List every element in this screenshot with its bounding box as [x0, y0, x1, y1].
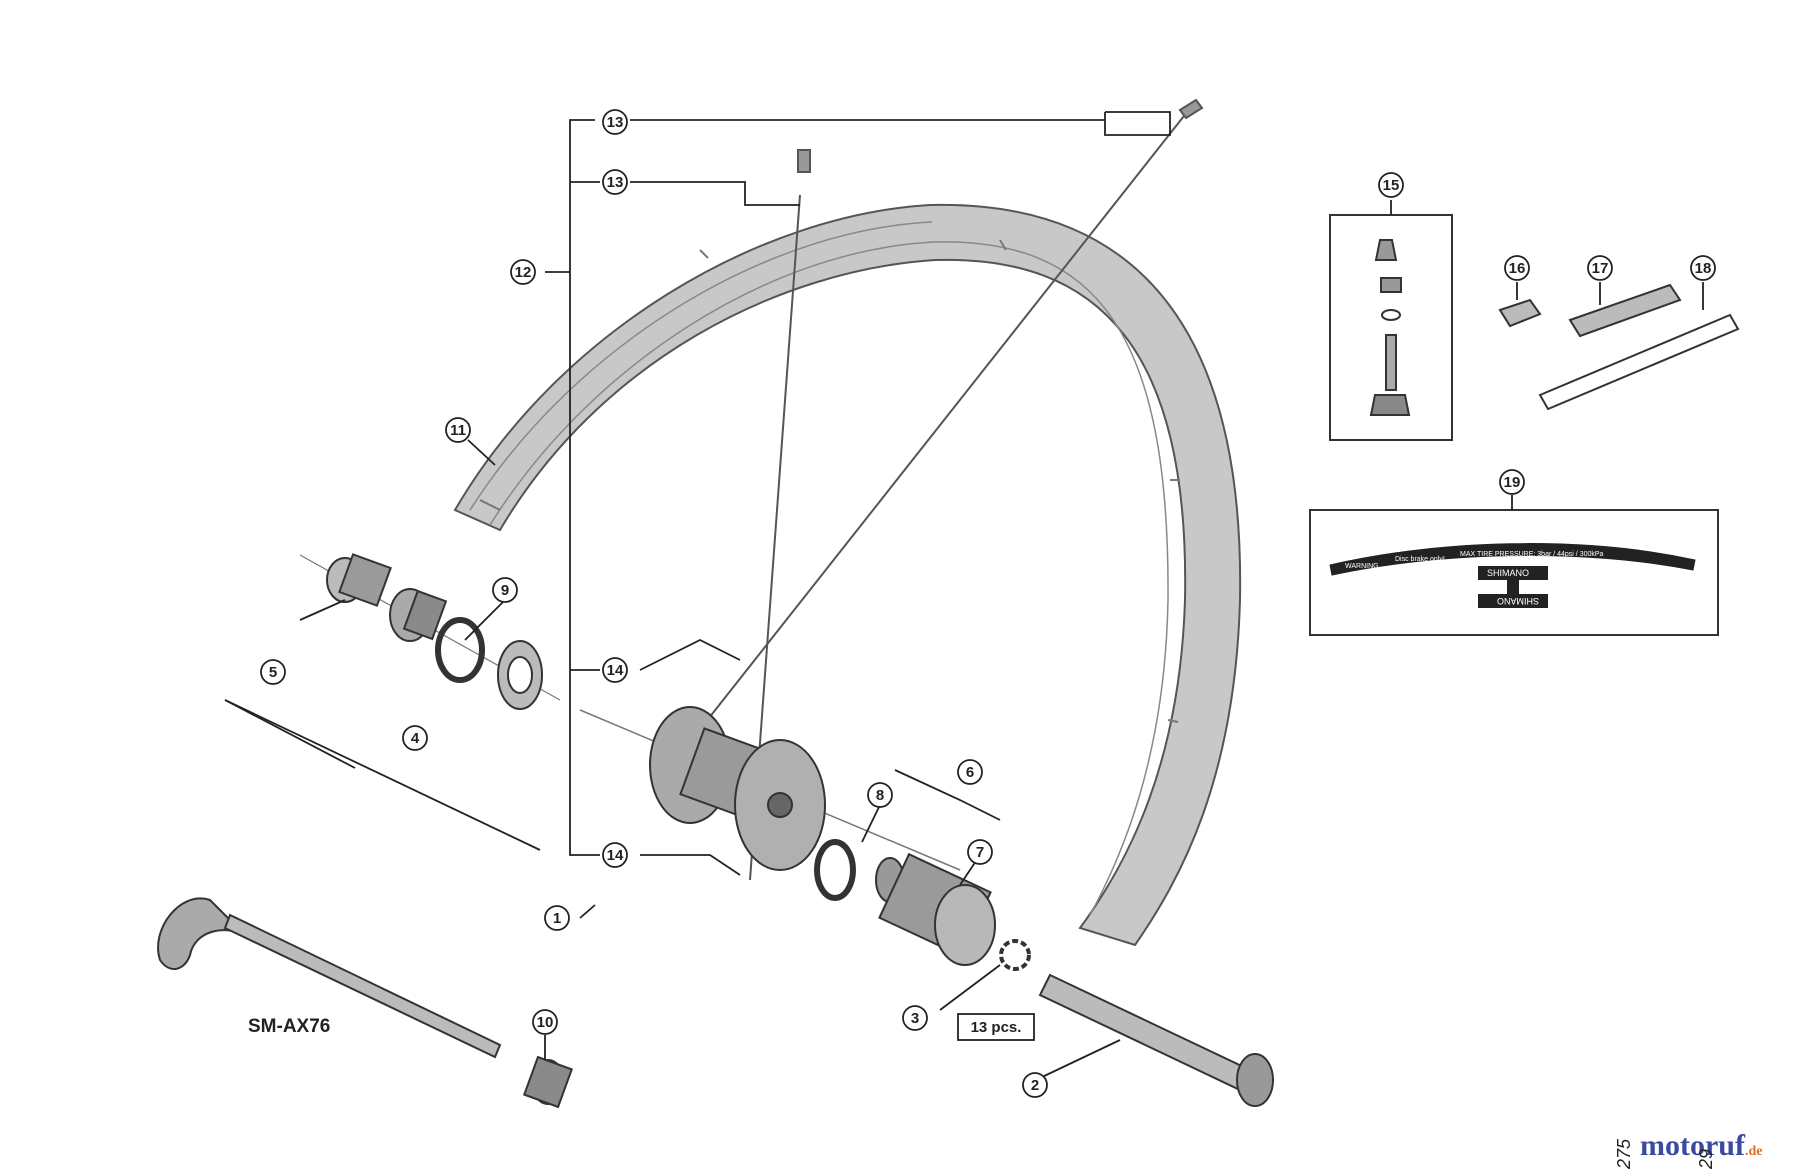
- callout-9: 9: [492, 577, 518, 603]
- callout-12: 12: [510, 259, 536, 285]
- svg-text:7: 7: [976, 844, 984, 861]
- callout-14-upper: 14: [602, 657, 628, 683]
- qty-label: 13 pcs.: [971, 1019, 1022, 1036]
- decal-warning: WARNING: [1345, 563, 1379, 570]
- svg-text:6: 6: [966, 764, 974, 781]
- left-hub-parts: [299, 553, 561, 710]
- callout-4: 4: [402, 725, 428, 751]
- watermark: 275 motoruf.de 29: [1614, 1129, 1762, 1169]
- rim: [453, 203, 1242, 947]
- decal-box: WARNING Disc brake only! MAX TIRE PRESSU…: [1309, 509, 1719, 636]
- decal-pressure: MAX TIRE PRESSURE: 3bar / 44psi / 300kPa: [1460, 551, 1604, 558]
- watermark-logo: motoruf.de: [1640, 1129, 1762, 1162]
- callout-7: 7: [967, 839, 993, 865]
- freehub-body: [814, 839, 1031, 971]
- valve-kit: [1329, 214, 1453, 441]
- callout-17: 17: [1587, 255, 1613, 281]
- sm-ax76-axle: [157, 897, 574, 1109]
- leader-lines: [224, 111, 1704, 1079]
- small-parts: [1498, 283, 1740, 411]
- decal-disc: Disc brake only!: [1395, 556, 1445, 563]
- callout-10: 10: [532, 1009, 558, 1035]
- callout-19: 19: [1499, 469, 1525, 495]
- decal-brand: SHIMANO: [1487, 568, 1529, 578]
- svg-text:10: 10: [537, 1014, 554, 1031]
- svg-text:19: 19: [1504, 474, 1521, 491]
- svg-text:13: 13: [607, 114, 624, 131]
- svg-text:3: 3: [911, 1010, 919, 1027]
- callout-6: 6: [957, 759, 983, 785]
- hub-body: [579, 706, 961, 871]
- callout-11: 11: [445, 417, 471, 443]
- qty-box: 13 pcs.: [957, 1013, 1035, 1041]
- svg-text:12: 12: [515, 264, 532, 281]
- callout-3: 3: [902, 1005, 928, 1031]
- callout-2: 2: [1022, 1072, 1048, 1098]
- svg-text:4: 4: [411, 730, 420, 747]
- callout-8: 8: [867, 782, 893, 808]
- svg-text:14: 14: [607, 847, 624, 864]
- model-label: SM-AX76: [248, 1016, 330, 1037]
- svg-text:13: 13: [607, 174, 624, 191]
- callouts: 1 2 3 4 5 6 7 8 9 10 11 12 13 13 14 14 1…: [260, 109, 1716, 1098]
- decal-brand-mirrored: SHIMANO: [1497, 596, 1539, 606]
- callout-1: 1: [544, 905, 570, 931]
- svg-text:17: 17: [1592, 260, 1609, 277]
- svg-text:16: 16: [1509, 260, 1526, 277]
- callout-18: 18: [1690, 255, 1716, 281]
- svg-text:9: 9: [501, 582, 509, 599]
- callout-15: 15: [1378, 172, 1404, 198]
- callout-16: 16: [1504, 255, 1530, 281]
- svg-text:1: 1: [553, 910, 561, 927]
- callout-13-top: 13: [602, 109, 628, 135]
- svg-text:2: 2: [1031, 1077, 1039, 1094]
- svg-text:5: 5: [269, 664, 277, 681]
- callout-13-second: 13: [602, 169, 628, 195]
- thru-axle: [1038, 973, 1274, 1107]
- watermark-side-right: 29: [1696, 1149, 1716, 1169]
- callout-14-lower: 14: [602, 842, 628, 868]
- svg-text:14: 14: [607, 662, 624, 679]
- svg-text:15: 15: [1383, 177, 1400, 194]
- callout-5: 5: [260, 659, 286, 685]
- watermark-side-left: 275: [1614, 1138, 1634, 1169]
- svg-text:8: 8: [876, 787, 884, 804]
- svg-text:11: 11: [450, 422, 466, 439]
- svg-text:18: 18: [1695, 260, 1712, 277]
